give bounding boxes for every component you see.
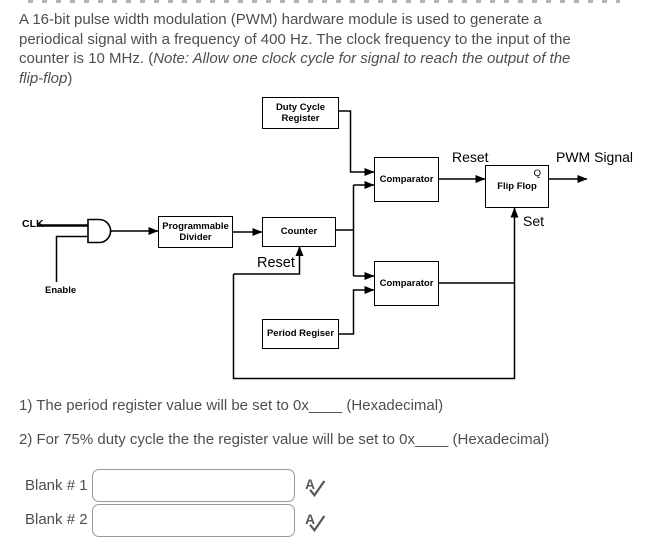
question-2-text: 2) For 75% duty cycle the the register v…	[19, 431, 550, 448]
set-feedback-line	[232, 207, 519, 380]
reset-flipflop-label: Reset	[452, 149, 489, 165]
blank-2-label: Blank # 2	[25, 511, 88, 528]
enable-line	[55, 235, 88, 282]
and-gate	[87, 218, 112, 244]
counter-output-line	[336, 185, 355, 276]
spellcheck-letter: A	[305, 477, 315, 492]
flip-flop-block: Q Flip Flop	[485, 165, 549, 208]
intro-text-note-italic: Note: Allow one clock cycle for signal t…	[19, 50, 571, 87]
period-register-block: Period Regiser	[262, 319, 339, 349]
blank-1-label: Blank # 1	[25, 477, 88, 494]
set-label: Set	[523, 213, 545, 229]
period-register-line	[339, 286, 375, 335]
duty-cycle-register-block: Duty Cycle Register	[262, 97, 339, 129]
pwm-signal-label: PWM Signal	[556, 149, 634, 165]
spellcheck-icon[interactable]: A	[304, 510, 326, 534]
blank-1-input[interactable]	[92, 469, 295, 502]
spellcheck-letter: A	[305, 512, 315, 527]
intro-text-regular: A 16-bit pulse width modulation (PWM) ha…	[19, 11, 571, 67]
reset-counter-label: Reset	[257, 255, 295, 271]
intro-text-close-paren: )	[67, 69, 73, 87]
counter-reset-line	[233, 246, 304, 275]
flip-flop-q-label: Q	[533, 168, 541, 179]
comparator-bottom-block: Comparator	[374, 261, 439, 306]
programmable-divider-block: Programmable Divider	[158, 216, 233, 248]
question-1-text: 1) The period register value will be set…	[19, 397, 444, 414]
clipped-text-remnant	[28, 0, 620, 3]
counter-block: Counter	[262, 217, 336, 247]
spellcheck-checkmark	[309, 480, 326, 498]
clk-label: CLK	[22, 218, 44, 230]
duty-cycle-line	[339, 110, 375, 176]
question-intro-paragraph: A 16-bit pulse width modulation (PWM) ha…	[19, 10, 646, 88]
spellcheck-checkmark	[309, 515, 326, 533]
enable-label: Enable	[45, 285, 77, 296]
blank-2-input[interactable]	[92, 504, 295, 537]
comparator-top-block: Comparator	[374, 157, 439, 202]
spellcheck-icon[interactable]: A	[304, 475, 326, 499]
flip-flop-label: Flip Flop	[497, 180, 537, 192]
